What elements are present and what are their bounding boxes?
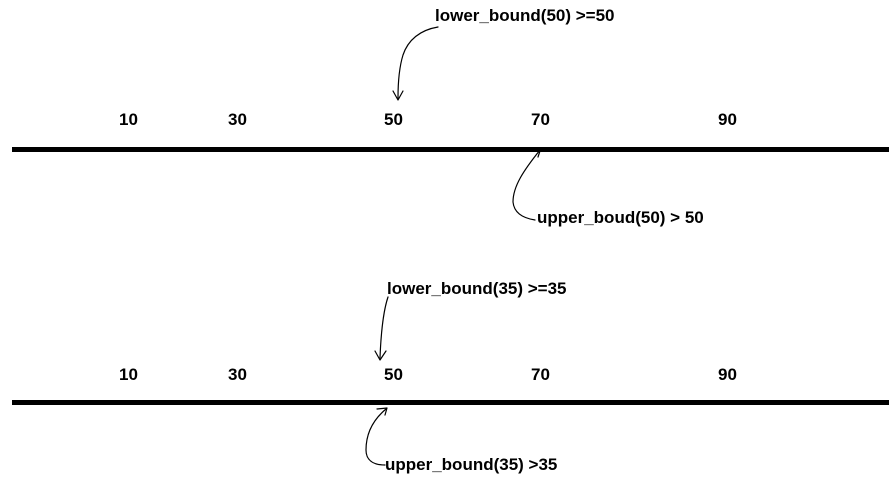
tick-label: 90 — [718, 365, 737, 384]
lower-bound-arrow-head — [392, 90, 404, 101]
tick-label: 50 — [384, 365, 403, 384]
tick-label: 70 — [531, 110, 550, 129]
tick-label: 50 — [384, 110, 403, 129]
lower-bound-arrow — [379, 296, 389, 359]
upper-bound-arrow-head — [376, 407, 388, 416]
lower-bound-arrow-head — [374, 350, 387, 361]
number-line — [12, 400, 889, 405]
upper-bound-annotation: upper_bound(35) >35 — [385, 455, 558, 474]
lower-bound-arrow — [397, 26, 439, 99]
tick-label: 70 — [531, 365, 550, 384]
tick-label: 30 — [228, 365, 247, 384]
upper-bound-annotation: upper_boud(50) > 50 — [537, 208, 704, 227]
tick-label: 90 — [718, 110, 737, 129]
tick-label: 10 — [119, 365, 138, 384]
lower-bound-annotation: lower_bound(35) >=35 — [387, 279, 567, 298]
upper-bound-arrow — [512, 149, 541, 221]
upper-bound-arrow-head — [529, 147, 542, 158]
number-line — [12, 147, 889, 152]
lower-bound-annotation: lower_bound(50) >=50 — [435, 6, 615, 25]
tick-label: 30 — [228, 110, 247, 129]
tick-label: 10 — [119, 110, 138, 129]
upper-bound-arrow — [365, 408, 387, 466]
